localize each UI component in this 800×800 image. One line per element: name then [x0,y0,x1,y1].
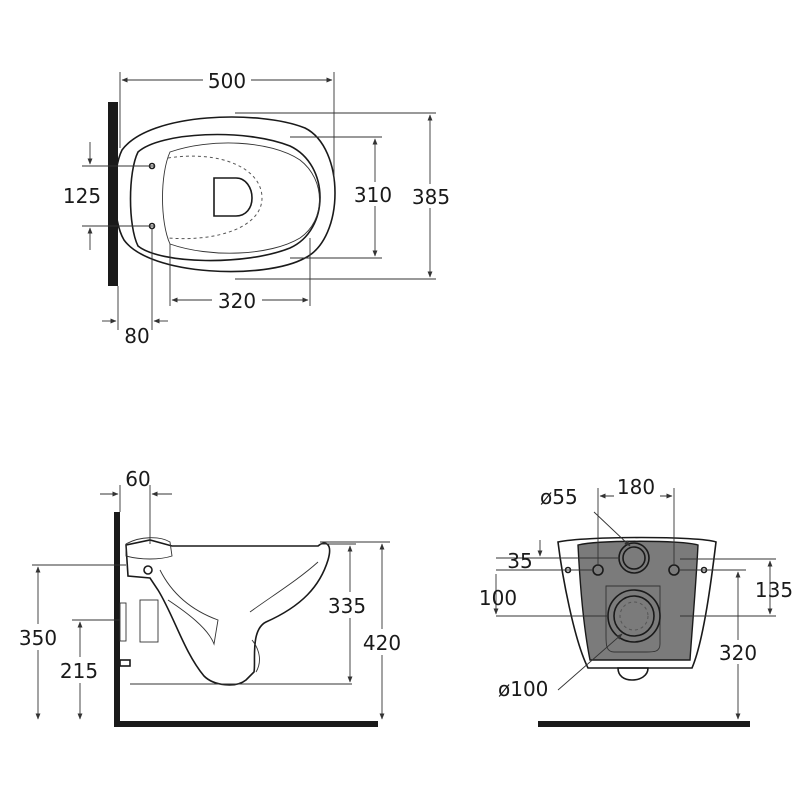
dim-fixing-spacing: 125 [63,184,101,208]
wall-plug [139,599,159,643]
outlet-hole [613,595,655,637]
drain-pipe [119,659,131,667]
wall-bracket [119,602,127,642]
leader-line [557,633,623,691]
bowl-inner-curve [159,569,219,646]
seat-outline [129,133,321,262]
rear-outline [557,536,717,669]
dim-inner-width: 310 [354,183,392,207]
dim-outlet-diameter: ø100 [498,677,548,701]
floor [114,721,378,727]
outlet-shroud [605,585,661,653]
dim-inlet-diameter: ø55 [540,485,578,509]
dim-height-to-fixing: 350 [19,626,57,650]
dim-fixing-height: 135 [755,578,793,602]
rim-dashed-outline [167,155,263,240]
outlet-shape [213,177,253,217]
dim-length: 500 [208,69,246,93]
dim-seat-length: 320 [218,289,256,313]
wall [114,512,120,727]
side-view: 60 350 215 335 420 [14,467,408,727]
bowl-inner-curve [251,639,260,673]
dim-fixing-spacing-rear: 180 [617,475,655,499]
bowl-outline [113,116,336,273]
dim-wall-gap: 60 [125,467,150,491]
inlet-hole [622,546,646,570]
dim-lower-fixing: 215 [60,659,98,683]
outlet-inner-dashed [619,601,649,631]
outlet-stub [617,667,649,681]
dim-outlet-height: 320 [719,641,757,665]
top-view: 500 310 385 320 125 80 [63,68,456,348]
dim-outlet-offset: 100 [479,586,517,610]
seat-profile [125,537,173,560]
bowl-body [125,539,331,686]
leader-line [593,511,631,547]
wall [108,102,118,286]
bowl-inner-curve [249,561,319,613]
dim-total-height: 420 [363,631,401,655]
rear-view: ø55 180 35 100 135 320 ø100 [479,475,793,727]
dim-inlet-offset: 35 [507,549,532,573]
seat-inner-outline [162,142,320,254]
dim-fixing-offset: 80 [124,324,149,348]
floor [538,721,750,727]
dim-outer-width: 385 [412,185,450,209]
inlet-circle [143,565,153,575]
dim-bowl-height: 335 [328,594,366,618]
mounting-plate [577,540,699,661]
